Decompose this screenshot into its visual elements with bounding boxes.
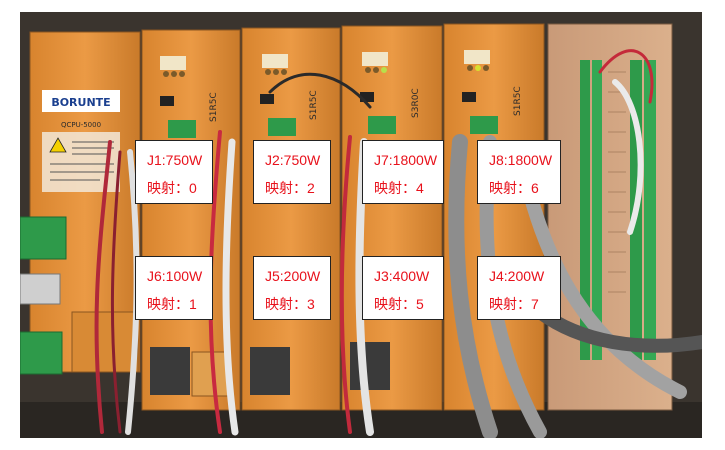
drive-model-4: S1R5C (513, 86, 523, 116)
mapping-text: 映射：3 (265, 296, 315, 312)
joint-power-text: J6:100W (147, 268, 203, 284)
mapping-text: 映射：4 (374, 180, 424, 196)
joint-label-j4: J4:200W 映射：7 (477, 256, 561, 320)
joint-power-text: J4:200W (489, 268, 545, 284)
drive-model-1: S1R5C (209, 92, 219, 122)
cabinet-illustration: BORUNTE QCPU-5000 (20, 12, 702, 438)
joint-label-j1: J1:750W 映射：0 (135, 140, 213, 204)
mapping-text: 映射：7 (489, 296, 539, 312)
drive-model-3: S3R0C (411, 88, 421, 118)
joint-power-text: J8:1800W (489, 152, 553, 168)
drive-model-2: S1R5C (309, 90, 319, 120)
joint-power-text: J3:400W (374, 268, 430, 284)
servo-cabinet-photo: BORUNTE QCPU-5000 (20, 12, 702, 438)
mapping-text: 映射：5 (374, 296, 424, 312)
joint-power-text: J2:750W (265, 152, 321, 168)
joint-power-text: J5:200W (265, 268, 321, 284)
joint-power-text: J1:750W (147, 152, 203, 168)
joint-power-text: J7:1800W (374, 152, 438, 168)
joint-label-j7: J7:1800W 映射：4 (362, 140, 444, 204)
mapping-text: 映射：2 (265, 180, 315, 196)
joint-label-j5: J5:200W 映射：3 (253, 256, 331, 320)
controller-model-text: QCPU-5000 (61, 121, 101, 129)
mapping-text: 映射：6 (489, 180, 539, 196)
joint-label-j2: J2:750W 映射：2 (253, 140, 331, 204)
joint-label-j8: J8:1800W 映射：6 (477, 140, 561, 204)
controller-unit: BORUNTE QCPU-5000 (20, 31, 141, 375)
joint-label-j6: J6:100W 映射：1 (135, 256, 213, 320)
brand-logo-text: BORUNTE (51, 96, 110, 109)
mapping-text: 映射：1 (147, 296, 197, 312)
joint-label-j3: J3:400W 映射：5 (362, 256, 444, 320)
mapping-text: 映射：0 (147, 180, 197, 196)
